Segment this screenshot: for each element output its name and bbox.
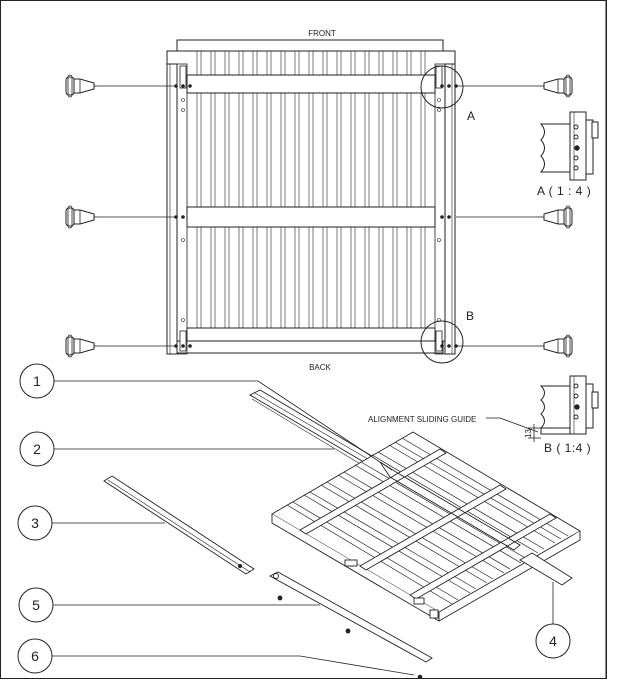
callout-5-number: 5 xyxy=(32,597,40,613)
alignment-guide-leader xyxy=(486,417,541,442)
back-rail xyxy=(176,340,444,354)
callout-1-number: 1 xyxy=(33,373,41,389)
callout-3-number: 3 xyxy=(31,515,39,531)
part-side-rail xyxy=(103,475,255,575)
fastener-left-middle xyxy=(65,205,176,229)
callout-6-number: 6 xyxy=(31,648,39,664)
fastener-right-middle xyxy=(456,205,573,229)
fastener-right-top xyxy=(456,74,573,98)
callout-6: 6 xyxy=(17,638,415,676)
fastener-left-top xyxy=(65,74,176,98)
back-label: BACK xyxy=(309,363,331,372)
detail-a-title: A ( 1 : 4 ) xyxy=(537,184,591,198)
dimension-13: 13 xyxy=(524,429,533,438)
cross-beam-top xyxy=(186,74,436,94)
detail-b-circle xyxy=(420,320,464,364)
top-view: FRONT BACK A B xyxy=(166,29,475,372)
fastener-right-bottom xyxy=(456,334,573,358)
callout-4: 4 xyxy=(535,582,571,659)
callout-3: 3 xyxy=(17,505,165,541)
callout-4-number: 4 xyxy=(549,633,557,649)
cross-beam-middle xyxy=(186,206,436,228)
detail-a-view xyxy=(539,111,599,181)
detail-b-title: B ( 1:4 ) xyxy=(544,441,591,455)
alignment-guide-label: ALIGNMENT SLIDING GUIDE xyxy=(368,415,476,424)
detail-a-letter: A xyxy=(467,109,475,123)
callout-1: 1 xyxy=(19,363,393,471)
detail-a-circle xyxy=(420,65,464,109)
front-label: FRONT xyxy=(308,29,336,38)
part-right-rail xyxy=(519,552,573,586)
callout-5: 5 xyxy=(18,587,320,623)
callout-2-number: 2 xyxy=(33,441,41,457)
detail-b-letter: B xyxy=(466,309,474,323)
detail-b-view xyxy=(539,375,599,435)
front-rail xyxy=(176,39,444,52)
callout-2: 2 xyxy=(19,431,334,467)
left-side-rail xyxy=(166,63,178,355)
slats xyxy=(196,51,426,341)
fastener-left-bottom xyxy=(65,334,176,358)
exploded-view xyxy=(103,389,581,680)
